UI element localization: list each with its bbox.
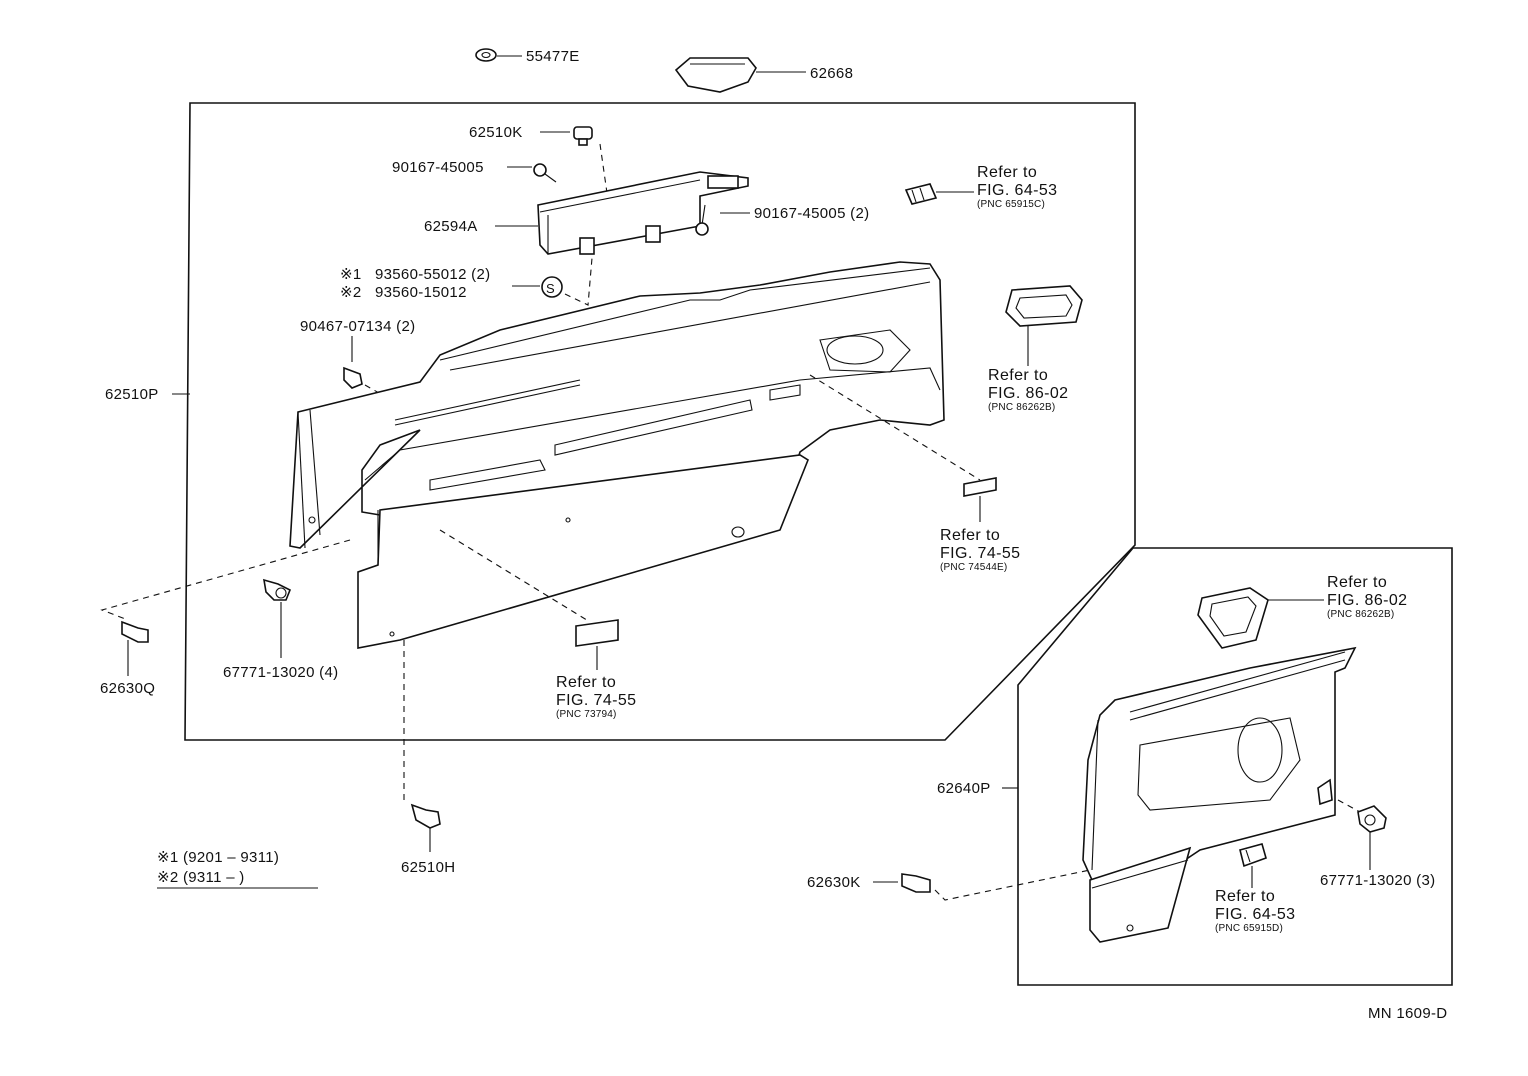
label-62510K: 62510K	[469, 124, 523, 141]
ref-8602-top-refer: Refer to	[988, 367, 1048, 384]
ref-8602-top-pnc: (PNC 86262B)	[988, 402, 1055, 413]
svg-text:S: S	[546, 281, 555, 296]
label-62594A: 62594A	[424, 218, 478, 235]
main-assembly-frame	[184, 102, 1136, 741]
label-62630Q: 62630Q	[100, 680, 155, 697]
clip-ref-65915C	[904, 183, 974, 205]
ref-7455-mid-fig: FIG. 74-55	[556, 692, 636, 709]
label-62668: 62668	[810, 65, 853, 82]
label-ref-73794	[575, 619, 619, 670]
label-62510P: 62510P	[105, 386, 159, 403]
label-67771-3: 67771-13020 (3)	[1320, 872, 1435, 889]
label-67771-4: 67771-13020 (4)	[223, 664, 338, 681]
label-62640P: 62640P	[937, 780, 991, 797]
label-93560-1: 93560-55012 (2)	[375, 266, 490, 283]
screw-s-93560: S	[541, 276, 563, 298]
ref-7455-right-fig: FIG. 74-55	[940, 545, 1020, 562]
label-62630K: 62630K	[807, 874, 861, 891]
drawing-code: MN 1609-D	[1368, 1005, 1447, 1022]
label-90167-b: 90167-45005 (2)	[754, 205, 869, 222]
ref-6453-top-pnc: (PNC 65915C)	[977, 199, 1045, 210]
label-90167-a: 90167-45005	[392, 159, 484, 176]
legend-row-1: ※1 (9201 – 9311)	[157, 849, 279, 866]
clip-62510H	[410, 803, 441, 852]
mark-2: ※2	[340, 284, 362, 301]
ref-6453-low-refer: Refer to	[1215, 888, 1275, 905]
clip-62510K	[573, 126, 593, 146]
label-55477E: 55477E	[526, 48, 580, 65]
screw-90167-a	[533, 163, 557, 183]
mark-1: ※1	[340, 266, 362, 283]
label-ref-74544E	[963, 477, 997, 522]
ref-8602-low-refer: Refer to	[1327, 574, 1387, 591]
label-90467: 90467-07134 (2)	[300, 318, 415, 335]
ref-8602-low-fig: FIG. 86-02	[1327, 592, 1407, 609]
sub-assembly-frame	[1017, 547, 1453, 986]
label-93560-2: 93560-15012	[375, 284, 467, 301]
ref-6453-low-fig: FIG. 64-53	[1215, 906, 1295, 923]
clip-67771-4	[263, 578, 292, 658]
ref-6453-top-refer: Refer to	[977, 164, 1037, 181]
clip-67771-3	[1357, 805, 1387, 870]
bezel-ref-86262B-low	[1197, 587, 1324, 649]
clip-ref-65915D	[1239, 843, 1267, 888]
ref-7455-mid-pnc: (PNC 73794)	[556, 709, 617, 720]
screw-90167-b	[695, 204, 709, 236]
bracket-62594A	[537, 171, 749, 255]
clip-62630K	[901, 873, 931, 893]
ref-6453-top-fig: FIG. 64-53	[977, 182, 1057, 199]
ref-7455-right-pnc: (PNC 74544E)	[940, 562, 1007, 573]
lower-panel-62510P	[357, 454, 809, 649]
ref-8602-top-fig: FIG. 86-02	[988, 385, 1068, 402]
clip-62630Q	[121, 620, 149, 676]
cover-62668	[674, 57, 806, 93]
ref-8602-low-pnc: (PNC 86262B)	[1327, 609, 1394, 620]
legend-row-2: ※2 (9311 – )	[157, 869, 245, 886]
ref-7455-mid-refer: Refer to	[556, 674, 616, 691]
trim-panel-62640P	[1082, 646, 1357, 943]
bezel-ref-86262B-top	[1005, 285, 1083, 366]
ref-6453-low-pnc: (PNC 65915D)	[1215, 923, 1283, 934]
clip-55477E	[475, 48, 522, 62]
ref-7455-right-refer: Refer to	[940, 527, 1000, 544]
label-62510H: 62510H	[401, 859, 455, 876]
clip-90467	[343, 366, 363, 389]
